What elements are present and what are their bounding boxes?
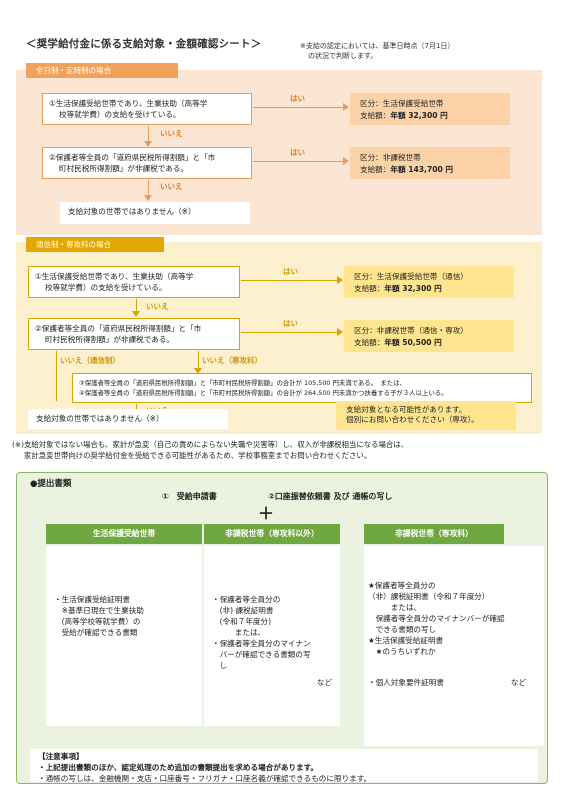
correspondence-q1-no-arrow-icon	[132, 311, 140, 317]
correspondence-result-2: 区分：非課税世帯（通信・専攻） 支給額：年額 50,500 円	[344, 320, 514, 352]
correspondence-senkou-branch-line	[198, 351, 199, 370]
correspondence-q1-yes-label: はい	[283, 267, 298, 276]
caution-box: 【注意事項】 ・上記提出書類のほか、認定処理のため追加の書類提出を求める場合があ…	[30, 749, 538, 783]
common-document-1: ① 受給申請書	[162, 492, 217, 501]
fulltime-result-1: 区分：生活保護受給世帯 支給額：年額 32,300 円	[350, 93, 510, 125]
documents-heading: ●提出書類	[30, 479, 72, 489]
fulltime-q2-yes-arrow-line	[253, 161, 343, 162]
fulltime-result-2: 区分：非課税世帯 支給額：年額 143,700 円	[350, 147, 510, 179]
correspondence-q2-yes-arrow-line	[241, 332, 337, 333]
fulltime-q2-no-arrow-icon	[144, 195, 152, 201]
correspondence-q1-yes-arrow-icon	[337, 276, 343, 284]
correspondence-tsushin-branch-line	[56, 351, 57, 401]
correspondence-q34-no-arrow-line	[136, 404, 137, 410]
fulltime-q2-no-label: いいえ	[160, 182, 183, 191]
fulltime-q1-yes-label: はい	[290, 94, 305, 103]
col-nontaxable-body: ・保護者等全員分の (非) 課税証明書 (令和７年度分) または、 ・保護者等全…	[204, 546, 340, 726]
col-senkou-body: ★保護者等全員分の （非）課税証明書（令和７年度分） または、 保護者等全員分の…	[364, 546, 544, 746]
common-document-2: ②口座振替依頼書 及び 通帳の写し	[268, 492, 393, 501]
correspondence-no-senkou-label: いいえ（専攻科）	[202, 356, 262, 365]
reference-date-note: ※支給の認定においては、基準日時点（7月1日） の状況で判断します。	[300, 42, 455, 60]
correspondence-no-tsushin-label: いいえ（通信制）	[60, 356, 120, 365]
correspondence-q1-no-arrow-line	[136, 299, 137, 312]
correspondence-q1-no-label: いいえ	[146, 302, 169, 311]
correspondence-amount-1: 年額 32,300 円	[384, 284, 442, 293]
fulltime-question-2: ②保護者等全員の「道府県民税所得割額」と「市 町村民税所得割額」が非課税である。	[42, 147, 252, 179]
correspondence-amount-2: 年額 50,500 円	[384, 338, 442, 347]
col-nontaxable-head: 非課税世帯（専攻科以外）	[204, 524, 340, 544]
correspondence-question-3-4: ③保護者等全員の「道府県民税所得割額」と「市町村民税所得割額」の合計が 105,…	[72, 373, 532, 403]
fulltime-not-eligible: 支給対象の世帯ではありません（※）	[60, 202, 250, 224]
correspondence-not-eligible: 支給対象の世帯ではありません（※）	[28, 409, 228, 429]
correspondence-q1-yes-arrow-line	[241, 280, 337, 281]
correspondence-section-tab: 通信制・専攻科の場合	[26, 237, 164, 252]
correspondence-question-1: ①生活保護受給世帯であり、生業扶助（高等学 校等就学費）の支給を受けている。	[28, 266, 240, 298]
correspondence-question-2: ②保護者等全員の「道府県民税所得割額」と「市 町村民税所得割額」が非課税である。	[28, 318, 240, 350]
fulltime-q1-yes-arrow-icon	[343, 103, 349, 111]
correspondence-q2-yes-arrow-icon	[337, 328, 343, 336]
sudden-change-footnote: (※)支給対象ではない場合も、家計が急変（自己の責めによらない失職や災害等）し、…	[12, 440, 409, 460]
correspondence-senkou-arrow-icon	[194, 368, 202, 374]
fulltime-question-1: ①生活保護受給世帯であり、生業扶助（高等学 校等就学費）の支給を受けている。	[42, 93, 252, 125]
fulltime-q2-yes-label: はい	[290, 148, 305, 157]
col-senkou-head: 非課税世帯（専攻科）	[364, 524, 504, 544]
correspondence-result-1: 区分：生活保護受給世帯（通信） 支給額：年額 32,300 円	[344, 266, 514, 298]
col-welfare-head: 生活保護受給世帯	[46, 524, 202, 544]
fulltime-q1-no-arrow-icon	[144, 141, 152, 147]
fulltime-q1-yes-arrow-line	[253, 107, 343, 108]
correspondence-possible-eligible: 支給対象となる可能性があります。 個別にお問い合わせください（専攻）。	[336, 401, 516, 430]
col-welfare-body: ・生活保護受給証明書 ※基準日現在で生業扶助 (高等学校等就学費）の 受給が確認…	[46, 546, 202, 726]
correspondence-q2-yes-label: はい	[283, 319, 298, 328]
fulltime-q2-yes-arrow-icon	[343, 157, 349, 165]
plus-icon: ＋	[258, 504, 275, 523]
fulltime-amount-2: 年額 143,700 円	[390, 165, 454, 174]
fulltime-q1-no-label: いいえ	[160, 129, 183, 138]
fulltime-q2-no-arrow-line	[148, 180, 149, 196]
fulltime-section-tab: 全日制・定時制の場合	[26, 63, 178, 78]
fulltime-amount-1: 年額 32,300 円	[390, 111, 448, 120]
page-title: ＜奨学給付金に係る支給対象・金額確認シート＞	[26, 38, 262, 50]
fulltime-q1-no-arrow-line	[148, 126, 149, 142]
